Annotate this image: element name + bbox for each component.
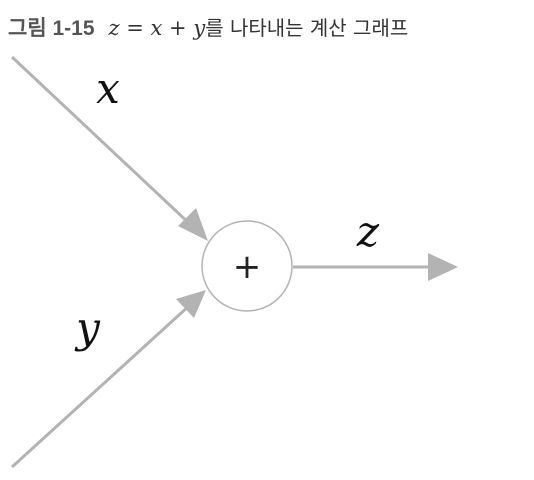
arrowhead-z: [428, 253, 458, 281]
figure-equation: z = x + y: [108, 16, 206, 40]
arrowhead-x: [178, 208, 208, 241]
input-x-label: x: [96, 64, 120, 113]
edge-add-to-z: [293, 253, 458, 281]
arrowhead-y: [176, 290, 206, 318]
edge-x-to-add: [10, 55, 208, 241]
add-operator: +: [233, 247, 262, 287]
figure-number: 그림 1-15: [8, 17, 95, 40]
output-z-label: z: [356, 207, 380, 256]
edge-y-to-add: [10, 290, 206, 469]
add-node: +: [201, 220, 293, 312]
figure-title-text: 를 나타내는 계산 그래프: [205, 16, 409, 40]
input-y-label: y: [74, 303, 101, 352]
figure-caption: 그림 1-15 z = x + y 를 나타내는 계산 그래프: [8, 12, 408, 42]
